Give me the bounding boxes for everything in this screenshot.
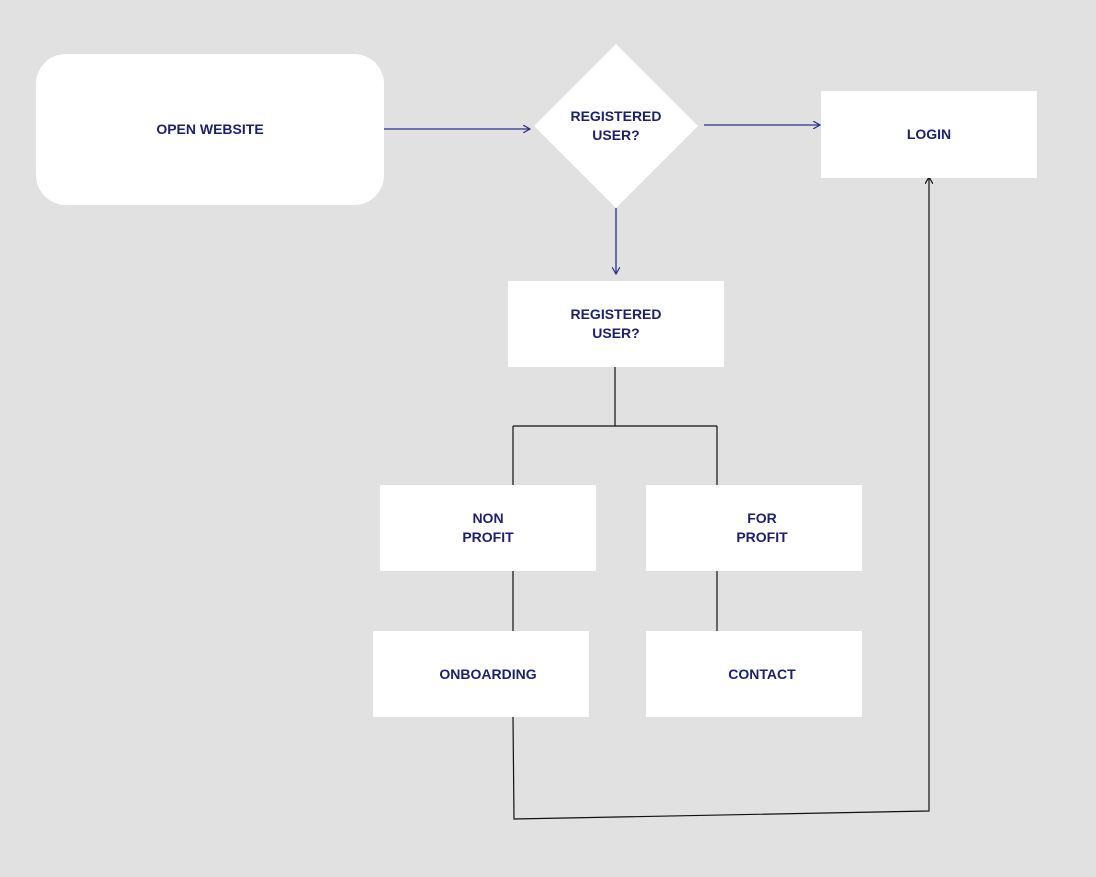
onboarding-label: ONBOARDING (439, 665, 537, 682)
open-website-label: OPEN WEBSITE (156, 121, 264, 137)
decision-diamond-shape (534, 44, 698, 208)
login-label: LOGIN (906, 126, 952, 142)
for-profit-node: FOR PROFIT (646, 485, 862, 571)
non-profit-node: NON PROFIT (380, 485, 596, 571)
registered-user-decision: REGISTERED USER? (534, 44, 698, 208)
contact-node: CONTACT (646, 631, 862, 717)
registered-user-decision-label: REGISTERED USER? (570, 108, 662, 143)
contact-label: CONTACT (728, 665, 796, 682)
for-profit-label: FOR PROFIT (736, 510, 788, 545)
login-node: LOGIN (821, 91, 1037, 178)
open-website-node: OPEN WEBSITE (36, 54, 384, 205)
non-profit-label: NON PROFIT (462, 510, 514, 545)
onboarding-node: ONBOARDING (373, 631, 589, 717)
arrow-onboarding-to-login (512, 177, 929, 820)
registered-user-box: REGISTERED USER? (508, 281, 724, 367)
registered-user-box-label: REGISTERED USER? (570, 306, 662, 341)
